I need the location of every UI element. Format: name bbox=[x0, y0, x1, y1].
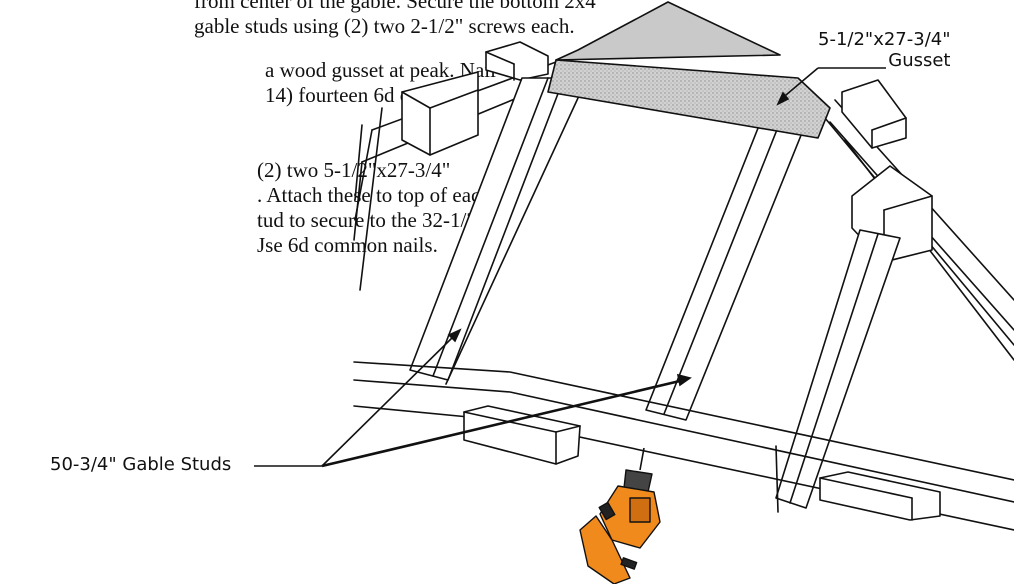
top-block-right bbox=[841, 79, 907, 149]
sheathing-edge bbox=[445, 97, 579, 385]
instruction-line: tud to secure to the 32-1/2" bbox=[257, 208, 486, 232]
instruction-line: . Attach these to top of each bbox=[257, 183, 491, 207]
gable-stud-far-right bbox=[775, 229, 901, 509]
plate-block-left bbox=[463, 405, 581, 465]
instruction-line: (2) two 5-1/2"x27-3/4" bbox=[257, 158, 451, 182]
gusset-name-label: Gusset bbox=[888, 50, 951, 71]
instruction-line: gable studs using (2) two 2-1/2" screws … bbox=[194, 14, 575, 38]
gable-stud-right bbox=[645, 107, 809, 421]
studs-arrow-left bbox=[321, 333, 457, 467]
arrowhead bbox=[676, 373, 692, 387]
gusset-arrow bbox=[779, 67, 819, 101]
instruction-step-3: (2) two 5-1/2"x27-3/4" . Attach these to… bbox=[257, 158, 491, 258]
gable-peak-panel bbox=[555, 1, 781, 61]
arrowhead bbox=[447, 328, 462, 343]
plate-block-right bbox=[819, 471, 941, 521]
studs-arrow-right bbox=[321, 378, 685, 468]
instruction-line: Jse 6d common nails. bbox=[257, 233, 438, 257]
gusset bbox=[547, 59, 831, 139]
top-block-left bbox=[485, 41, 549, 81]
instruction-step-1: from center of the gable. Secure the bot… bbox=[194, 0, 596, 39]
gable-studs-label: 50-3/4" Gable Studs bbox=[50, 454, 232, 475]
power-drill-icon bbox=[579, 447, 661, 584]
arrowhead bbox=[776, 91, 790, 106]
gusset-callout: 5-1/2"x27-3/4" Gusset bbox=[818, 29, 951, 71]
left-blocking bbox=[401, 71, 479, 156]
callout-pointers bbox=[254, 67, 886, 468]
gusset-size-label: 5-1/2"x27-3/4" bbox=[818, 29, 951, 50]
instruction-line: from center of the gable. Secure the bot… bbox=[194, 0, 596, 13]
